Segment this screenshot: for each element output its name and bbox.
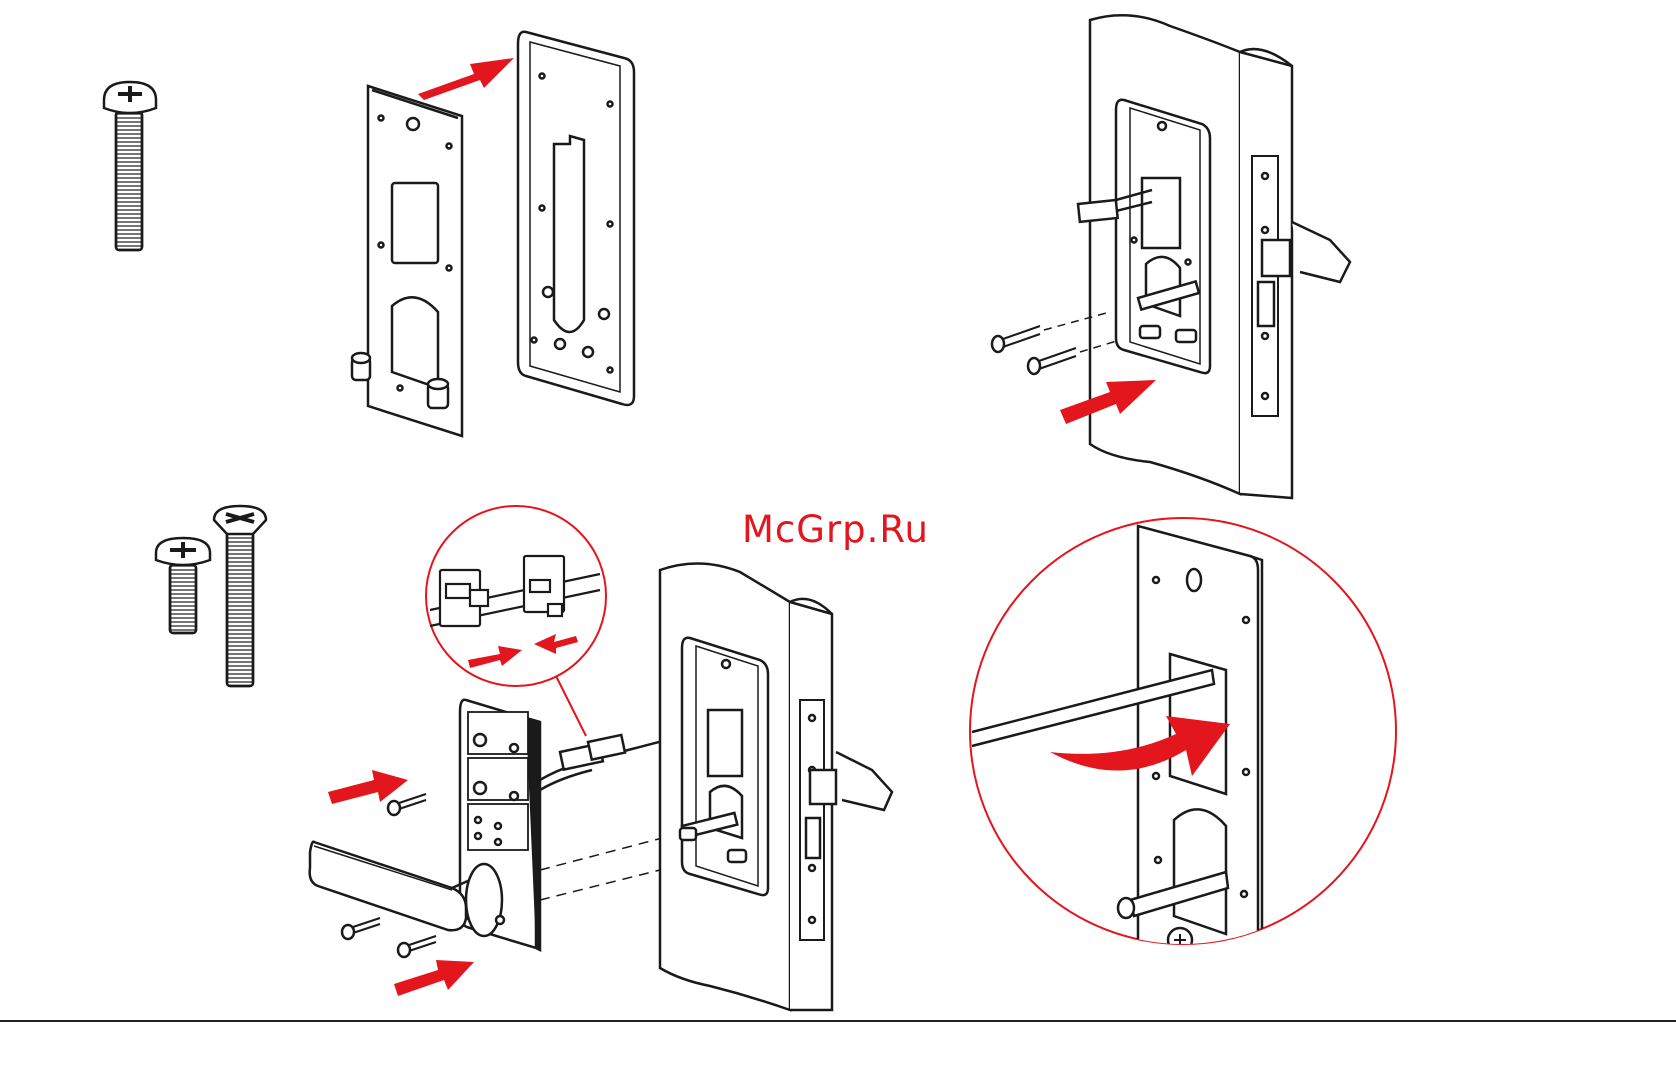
footer-divider [0,1020,1676,1022]
arrow-right-icon [394,960,474,996]
screw-short-icon [156,538,210,633]
door-with-mortise-lock [992,15,1350,498]
screw-long-icon [104,82,156,250]
door-with-mortise-lock [660,563,892,1010]
keypad-unit-with-handle [310,700,720,957]
gasket [518,32,634,405]
watermark-text: McGrp.Ru [742,508,929,551]
screw-countersunk-icon [214,506,266,686]
spindle-detail [970,518,1396,960]
mounting-plate [352,86,462,436]
arrow-right-icon [328,770,408,804]
connector-detail [426,506,606,736]
arrow-right-icon [418,58,514,100]
